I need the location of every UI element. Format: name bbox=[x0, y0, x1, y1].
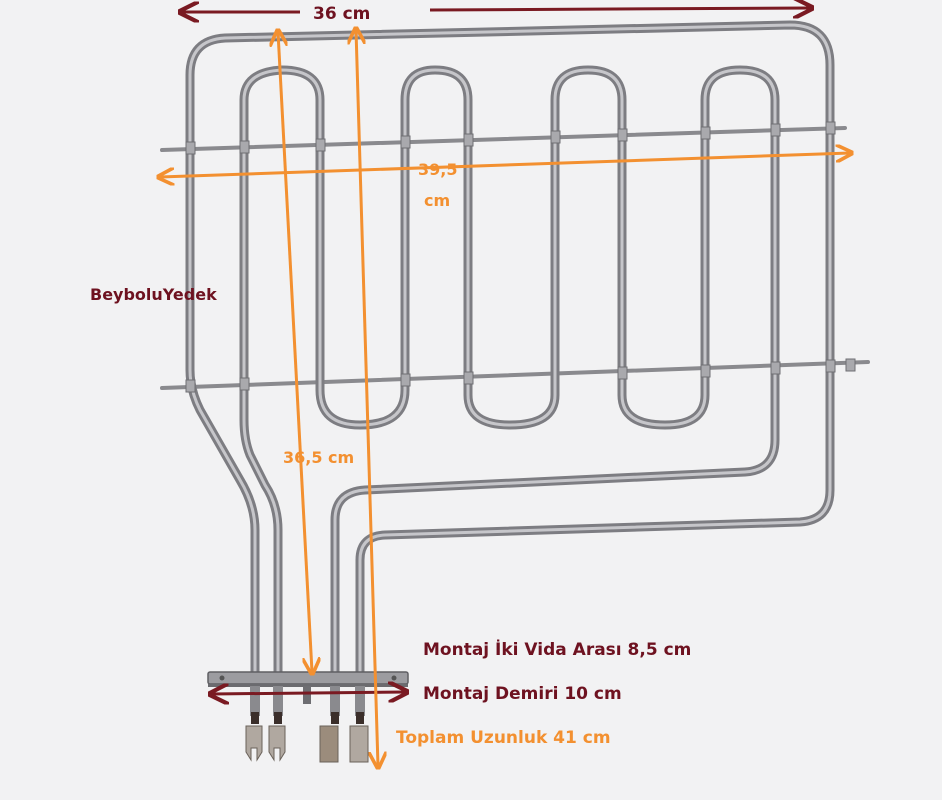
screw-spacing-label: Montaj İki Vida Arası 8,5 cm bbox=[423, 640, 692, 660]
total-length-label: Toplam Uzunluk 41 cm bbox=[396, 728, 611, 748]
bracket-label: Montaj Demiri 10 cm bbox=[423, 684, 622, 704]
outer-loop-tube bbox=[185, 20, 835, 685]
span-label-line1: 39,5 bbox=[418, 160, 458, 179]
height-arrow bbox=[278, 32, 312, 672]
mounting-bracket bbox=[207, 671, 409, 687]
height-label: 36,5 cm bbox=[283, 448, 355, 467]
width-label: 36 cm bbox=[313, 4, 371, 24]
watermark-text: BeyboluYedek bbox=[90, 285, 217, 304]
total-length-arrow bbox=[356, 30, 378, 766]
width-arrow bbox=[182, 8, 810, 12]
span-label-line2: cm bbox=[424, 191, 451, 210]
